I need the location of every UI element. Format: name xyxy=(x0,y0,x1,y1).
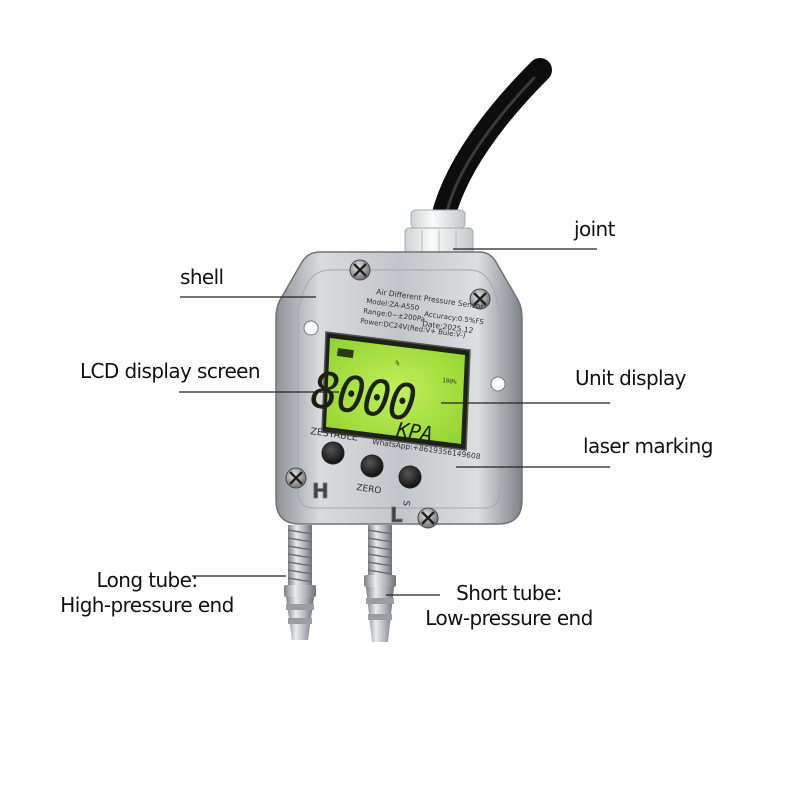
callout-lines xyxy=(179,248,610,596)
long-tube-subtitle: High-pressure end xyxy=(60,593,234,617)
lcd-label: LCD display screen xyxy=(80,359,261,383)
tube-threads xyxy=(287,529,393,583)
high-pressure-tube xyxy=(284,525,316,640)
lcd-screen: % 100% 8000 KPA xyxy=(308,331,471,451)
lcd-full-scale-mark: 100% xyxy=(442,377,458,386)
lcd-unit: KPA xyxy=(394,417,434,446)
long-tube-label: Long tube: High-pressure end xyxy=(58,568,236,618)
housing-inner-panel xyxy=(297,269,501,509)
cable xyxy=(429,58,552,238)
lcd-reading: 8000 xyxy=(308,361,419,433)
mount-hole-right xyxy=(490,376,506,392)
zero-button-label: ZERO xyxy=(356,483,382,496)
mount-hole-left xyxy=(303,320,319,336)
screw-icon xyxy=(349,259,371,281)
s-button-label: S xyxy=(400,500,411,507)
short-tube-title: Short tube: xyxy=(456,581,562,605)
screw-icon xyxy=(469,288,491,310)
l-port-mark: L xyxy=(390,503,403,527)
unit-display-label: Unit display xyxy=(575,366,686,390)
screw-icon xyxy=(417,507,439,529)
laser-marking-label: laser marking xyxy=(583,434,713,458)
joint-label: joint xyxy=(574,217,615,241)
zero-button[interactable] xyxy=(360,454,384,478)
short-tube-subtitle: Low-pressure end xyxy=(425,606,593,630)
h-port-mark: H xyxy=(312,479,329,503)
short-tube-label: Short tube: Low-pressure end xyxy=(424,581,594,631)
shell-label: shell xyxy=(180,265,224,289)
lcd-percent-mark: % xyxy=(395,359,401,368)
left-button[interactable] xyxy=(321,441,345,465)
long-tube-title: Long tube: xyxy=(96,568,198,592)
cable-gland xyxy=(404,209,474,255)
screw-icon xyxy=(285,467,307,489)
cable-highlight xyxy=(444,76,536,218)
battery-icon xyxy=(336,348,354,359)
s-button[interactable] xyxy=(398,465,422,489)
